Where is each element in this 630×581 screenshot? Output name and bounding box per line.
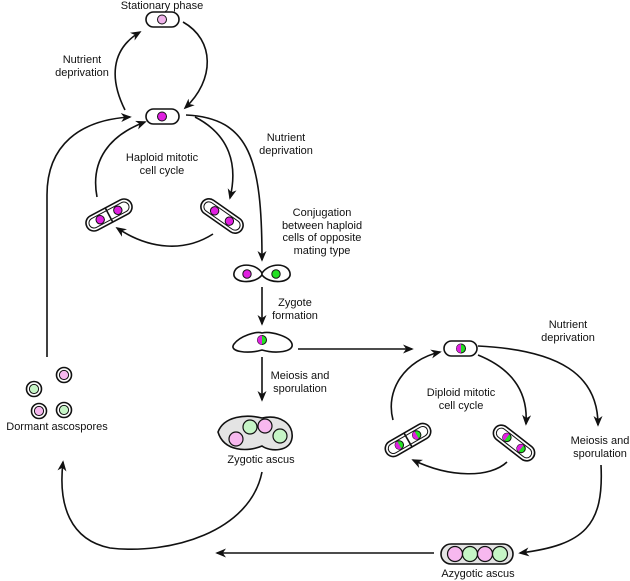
stationary-phase-label: Stationary phase: [120, 0, 204, 12]
azygotic-ascus: [440, 543, 514, 565]
cells: [25, 11, 536, 565]
diploid-cycle-label: Diploid mitotic cell cycle: [426, 387, 496, 412]
haploid-cell-top: [145, 108, 180, 125]
arrow-zygotic-to-ascospores: [57, 460, 263, 550]
arrow-to-conjugation: [185, 114, 267, 262]
diploid-cell-top: [443, 340, 478, 357]
meiosis-sporulation-label-left: Meiosis and sporulation: [270, 370, 330, 395]
haploid-elongated-cell-right: [200, 198, 244, 234]
arrow-to-stationary: [114, 31, 142, 111]
zygotic-ascus-label: Zygotic ascus: [227, 454, 295, 466]
conjugation-label: Conjugation between haploid cells of opp…: [281, 207, 363, 257]
arrow-diploid-bottom: [411, 459, 508, 475]
arrow-ascospores-to-haploid: [46, 113, 132, 357]
arrow-haploid-bottom: [115, 227, 214, 247]
zygote-formation-label: Zygote formation: [272, 297, 318, 322]
nutrient-deprivation-label-right: Nutrient deprivation: [259, 132, 313, 157]
conjugating-cells: [233, 264, 291, 283]
arrow-haploid-up: [94, 120, 147, 198]
zygotic-ascus: [217, 415, 293, 451]
zygote: [232, 331, 293, 353]
arrow-to-azygotic: [518, 464, 603, 557]
haploid-dividing-cell-left: [85, 198, 133, 232]
haploid-cycle-label: Haploid mitotic cell cycle: [125, 152, 199, 177]
arrow-diploid-down: [477, 354, 532, 426]
diploid-elongated-cell-right: [492, 424, 536, 462]
arrow-from-stationary: [182, 21, 208, 110]
meiosis-sporulation-label-right: Meiosis and sporulation: [570, 435, 630, 460]
arrow-diploid-to-meiosis: [477, 345, 603, 427]
arrow-diploid-up: [390, 349, 442, 421]
cycle-arrows: [46, 21, 603, 558]
dormant-ascospores: [25, 366, 73, 420]
azygotic-ascus-label: Azygotic ascus: [441, 568, 515, 580]
dormant-ascospores-label: Dormant ascospores: [6, 421, 108, 433]
arrow-haploid-down: [194, 116, 237, 200]
nutrient-deprivation-label-diploid: Nutrient deprivation: [541, 319, 595, 344]
nutrient-deprivation-label-top: Nutrient deprivation: [55, 54, 109, 79]
diploid-dividing-cell-left: [384, 422, 432, 458]
stationary-cell: [145, 11, 180, 28]
